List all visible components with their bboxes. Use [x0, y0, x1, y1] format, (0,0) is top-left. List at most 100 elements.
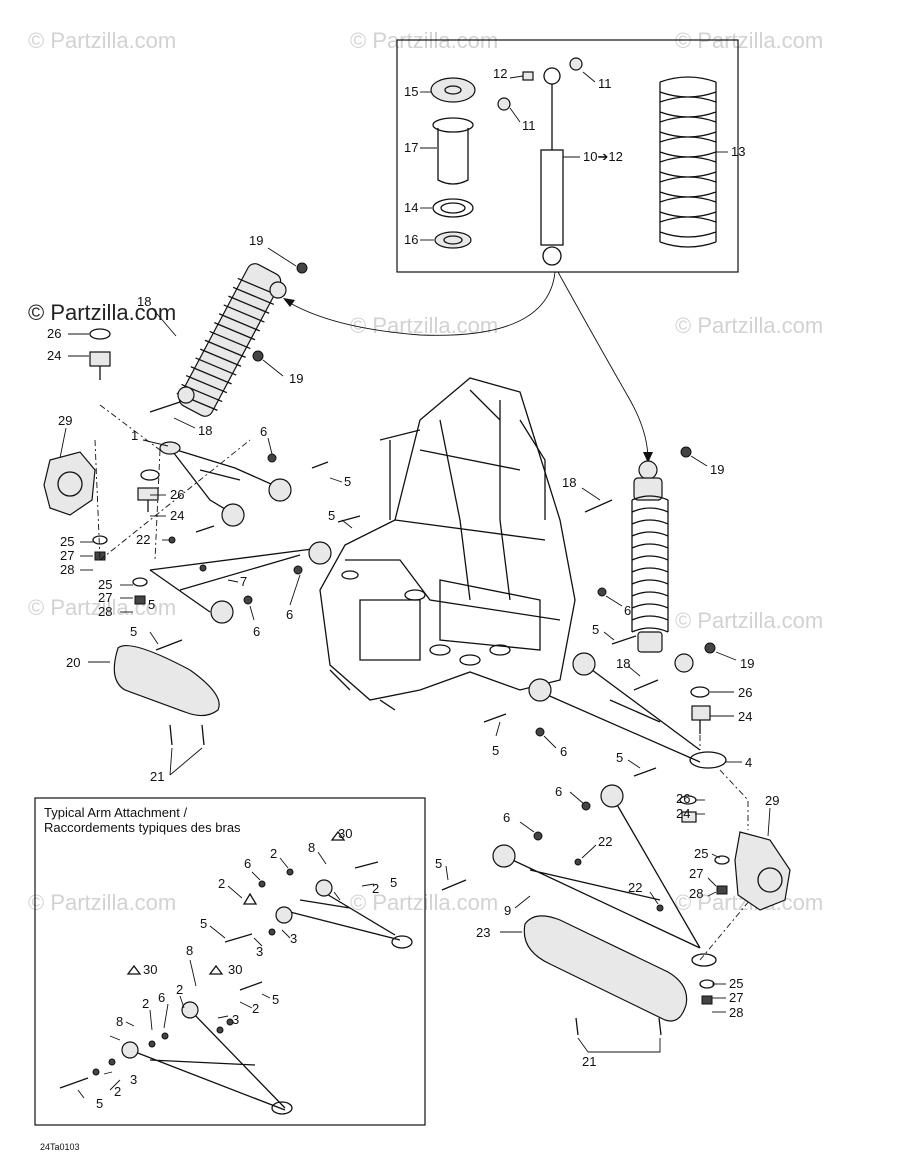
- detail-box-frame: [396, 39, 739, 273]
- lower-arm-part: [503, 795, 701, 949]
- shock-body-part: [540, 149, 564, 246]
- callout-label: 17: [404, 140, 418, 155]
- callout-label: 5: [390, 875, 397, 890]
- callout-label: 23: [476, 925, 490, 940]
- callout-label: 22: [628, 880, 642, 895]
- callout-label: 19: [249, 233, 263, 248]
- callout-label: 5: [130, 624, 137, 639]
- callout-label: 2: [270, 846, 277, 861]
- callout-label: 5: [435, 856, 442, 871]
- nut-part: [296, 262, 308, 274]
- callout-label: 3: [256, 944, 263, 959]
- callout-label: 27: [98, 590, 112, 605]
- callout-label: 5: [96, 1096, 103, 1111]
- callout-label: 7: [240, 574, 247, 589]
- callout-label: 29: [765, 793, 779, 808]
- typical-arm-attachment-inset: Typical Arm Attachment / Raccordements t…: [34, 797, 426, 1126]
- shock-top-eye: [543, 67, 561, 85]
- callout-label: 6: [253, 624, 260, 639]
- left-shock-assembly: 19 18 26 24 19 18: [47, 233, 308, 438]
- callout-label: 27: [689, 866, 703, 881]
- watermark-text: © Partzilla.com: [350, 890, 498, 915]
- left-suspension: 29 1 6 26 24 5 5 22 25 27 28 25 27 28 7 …: [43, 404, 361, 784]
- callout-label: 19: [289, 371, 303, 386]
- callout-label: 2: [218, 876, 225, 891]
- spring-seat-part: [430, 77, 476, 103]
- callout-label: 2: [372, 881, 379, 896]
- watermark-text: © Partzilla.com: [675, 313, 823, 338]
- callout-label: 26: [738, 685, 752, 700]
- callout-label: 3: [290, 931, 297, 946]
- callout-label: 24: [47, 348, 61, 363]
- callout-label: 30: [228, 962, 242, 977]
- callout-label: 3: [130, 1072, 137, 1087]
- callout-label: 25: [694, 846, 708, 861]
- vehicle-frame: [319, 377, 576, 711]
- reference-arrow-right: [557, 271, 649, 461]
- callout-label: 9: [504, 903, 511, 918]
- callout-label: 6: [624, 603, 631, 618]
- arrow-head: [283, 298, 295, 307]
- callout-label: 8: [308, 840, 315, 855]
- callout-label: 25: [729, 976, 743, 991]
- bushing-small-part: [497, 97, 511, 111]
- callout-label: 19: [710, 462, 724, 477]
- callout-label: 2: [176, 982, 183, 997]
- lower-arm-part: [149, 547, 321, 613]
- inset-upper-arm: [289, 889, 401, 941]
- callout-label: 2: [252, 1001, 259, 1016]
- reference-arrow-left: [284, 271, 556, 336]
- callout-label: 14: [404, 200, 418, 215]
- callout-label: 24: [676, 806, 690, 821]
- watermark-text: © Partzilla.com: [350, 313, 498, 338]
- ring-part: [434, 231, 472, 249]
- callout-label: 6: [286, 607, 293, 622]
- callout-label: 28: [98, 604, 112, 619]
- callout-label: 6: [560, 744, 567, 759]
- callout-label: 25: [60, 534, 74, 549]
- callout-label: 5: [492, 743, 499, 758]
- watermark-text: © Partzilla.com: [675, 608, 823, 633]
- callout-label: 26: [676, 791, 690, 806]
- pin-part: [522, 71, 534, 81]
- bolt-part: [149, 401, 181, 413]
- callout-label: 8: [116, 1014, 123, 1029]
- drawing-code: 24Ta0103: [40, 1142, 80, 1152]
- callout-label: 3: [232, 1012, 239, 1027]
- arrow-head: [643, 452, 653, 463]
- callout-label: 20: [66, 655, 80, 670]
- inset-lower-arm: [129, 1009, 286, 1111]
- inset-title-line2: Raccordements typiques des bras: [44, 820, 241, 835]
- skid-plate-part: [523, 915, 688, 1022]
- callout-label: 1: [131, 428, 138, 443]
- callout-label: 6: [260, 424, 267, 439]
- bushing-small-part: [569, 57, 583, 71]
- callout-label: 11: [522, 118, 536, 133]
- callout-label: 27: [60, 548, 74, 563]
- callout-label: 30: [143, 962, 157, 977]
- clip-part: [89, 328, 111, 340]
- callout-label: 4: [745, 755, 752, 770]
- callout-label: 22: [136, 532, 150, 547]
- callout-label: 10➔12: [583, 149, 623, 164]
- callout-label: 24: [738, 709, 752, 724]
- callout-label: 18: [562, 475, 576, 490]
- nut-part: [252, 350, 264, 362]
- callout-label: 18: [137, 294, 151, 309]
- callout-label: 5: [344, 474, 351, 489]
- callout-label: 2: [114, 1084, 121, 1099]
- coil-spring-part: [659, 76, 717, 248]
- callout-label: 15: [404, 84, 418, 99]
- callout-label: 28: [689, 886, 703, 901]
- watermark-text: © Partzilla.com: [28, 595, 176, 620]
- inset-title-line1: Typical Arm Attachment /: [44, 805, 187, 820]
- callout-label: 5: [148, 597, 155, 612]
- callout-label: 28: [729, 1005, 743, 1020]
- watermark-text: © Partzilla.com: [28, 890, 176, 915]
- callout-label: 6: [158, 990, 165, 1005]
- watermarks: © Partzilla.com © Partzilla.com © Partzi…: [28, 28, 823, 915]
- callout-label: 30: [338, 826, 352, 841]
- callout-label: 5: [200, 916, 207, 931]
- shock-detail-box: 15 17 14 16 12 11 11 10➔12 13: [396, 39, 745, 273]
